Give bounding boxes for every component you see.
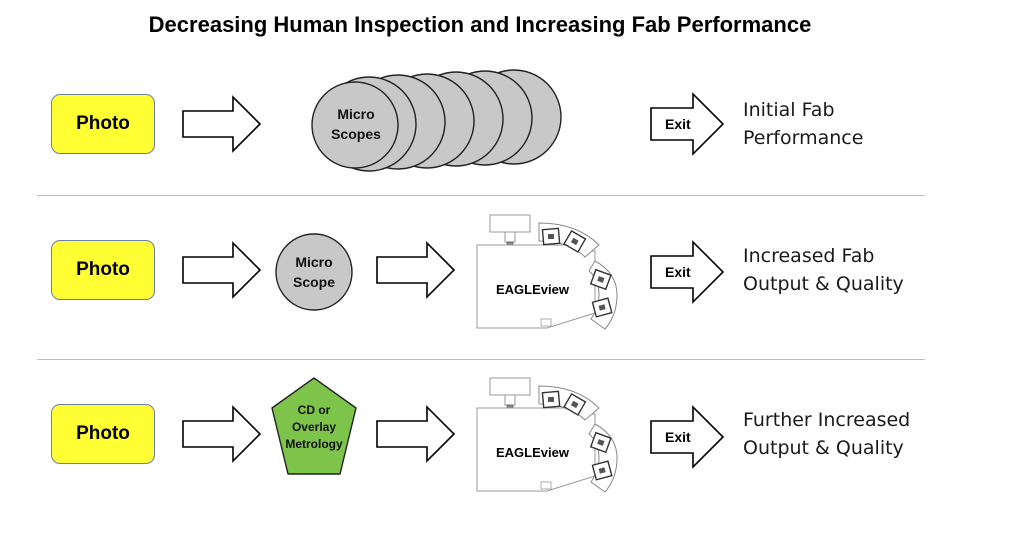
row2-arrow-to-tool xyxy=(376,242,455,298)
metrology-label-line3: Metrology xyxy=(285,437,343,451)
eagleview-tool-2 xyxy=(476,377,618,493)
microscope-label-line1: Micro xyxy=(295,254,333,270)
microscope-label-line2: Scope xyxy=(292,274,335,290)
eagleview-label: EAGLEview xyxy=(496,282,569,297)
result-line1: Increased Fab xyxy=(743,245,875,267)
result-text: Initial Fab Performance xyxy=(743,96,863,152)
microscopes-label: Micro Scopes xyxy=(320,104,392,144)
microscopes-label-line1: Micro xyxy=(337,106,375,122)
eagleview-tool-1 xyxy=(476,214,618,330)
photo-box: Photo xyxy=(51,240,155,300)
result-line2: Output & Quality xyxy=(743,273,904,295)
photo-box: Photo xyxy=(51,94,155,154)
exit-label: Exit xyxy=(665,429,691,445)
row3-arrow-to-tool xyxy=(376,406,455,462)
microscope-label: Micro Scope xyxy=(278,252,350,292)
exit-label: Exit xyxy=(665,116,691,132)
row3-arrow-to-inspection xyxy=(182,406,261,462)
metrology-pentagon xyxy=(271,377,357,475)
metrology-label-line1: CD or xyxy=(297,403,331,417)
metrology-label: CD or Overlay Metrology xyxy=(276,402,352,453)
result-line1: Initial Fab xyxy=(743,99,835,121)
result-line1: Further Increased xyxy=(743,409,911,431)
microscope-single xyxy=(275,233,353,311)
microscopes-label-line2: Scopes xyxy=(331,126,381,142)
row-divider xyxy=(37,359,925,360)
metrology-label-line2: Overlay xyxy=(291,420,337,434)
result-text: Increased Fab Output & Quality xyxy=(743,242,904,298)
row1-arrow-to-inspection xyxy=(182,96,261,152)
result-line2: Output & Quality xyxy=(743,437,904,459)
result-text: Further Increased Output & Quality xyxy=(743,406,910,462)
diagram-title: Decreasing Human Inspection and Increasi… xyxy=(148,12,812,37)
photo-box: Photo xyxy=(51,404,155,464)
row-divider xyxy=(37,195,925,196)
microscope-stack xyxy=(311,69,562,172)
exit-label: Exit xyxy=(665,264,691,280)
eagleview-label: EAGLEview xyxy=(496,445,569,460)
row2-arrow-to-inspection xyxy=(182,242,261,298)
result-line2: Performance xyxy=(743,127,864,149)
